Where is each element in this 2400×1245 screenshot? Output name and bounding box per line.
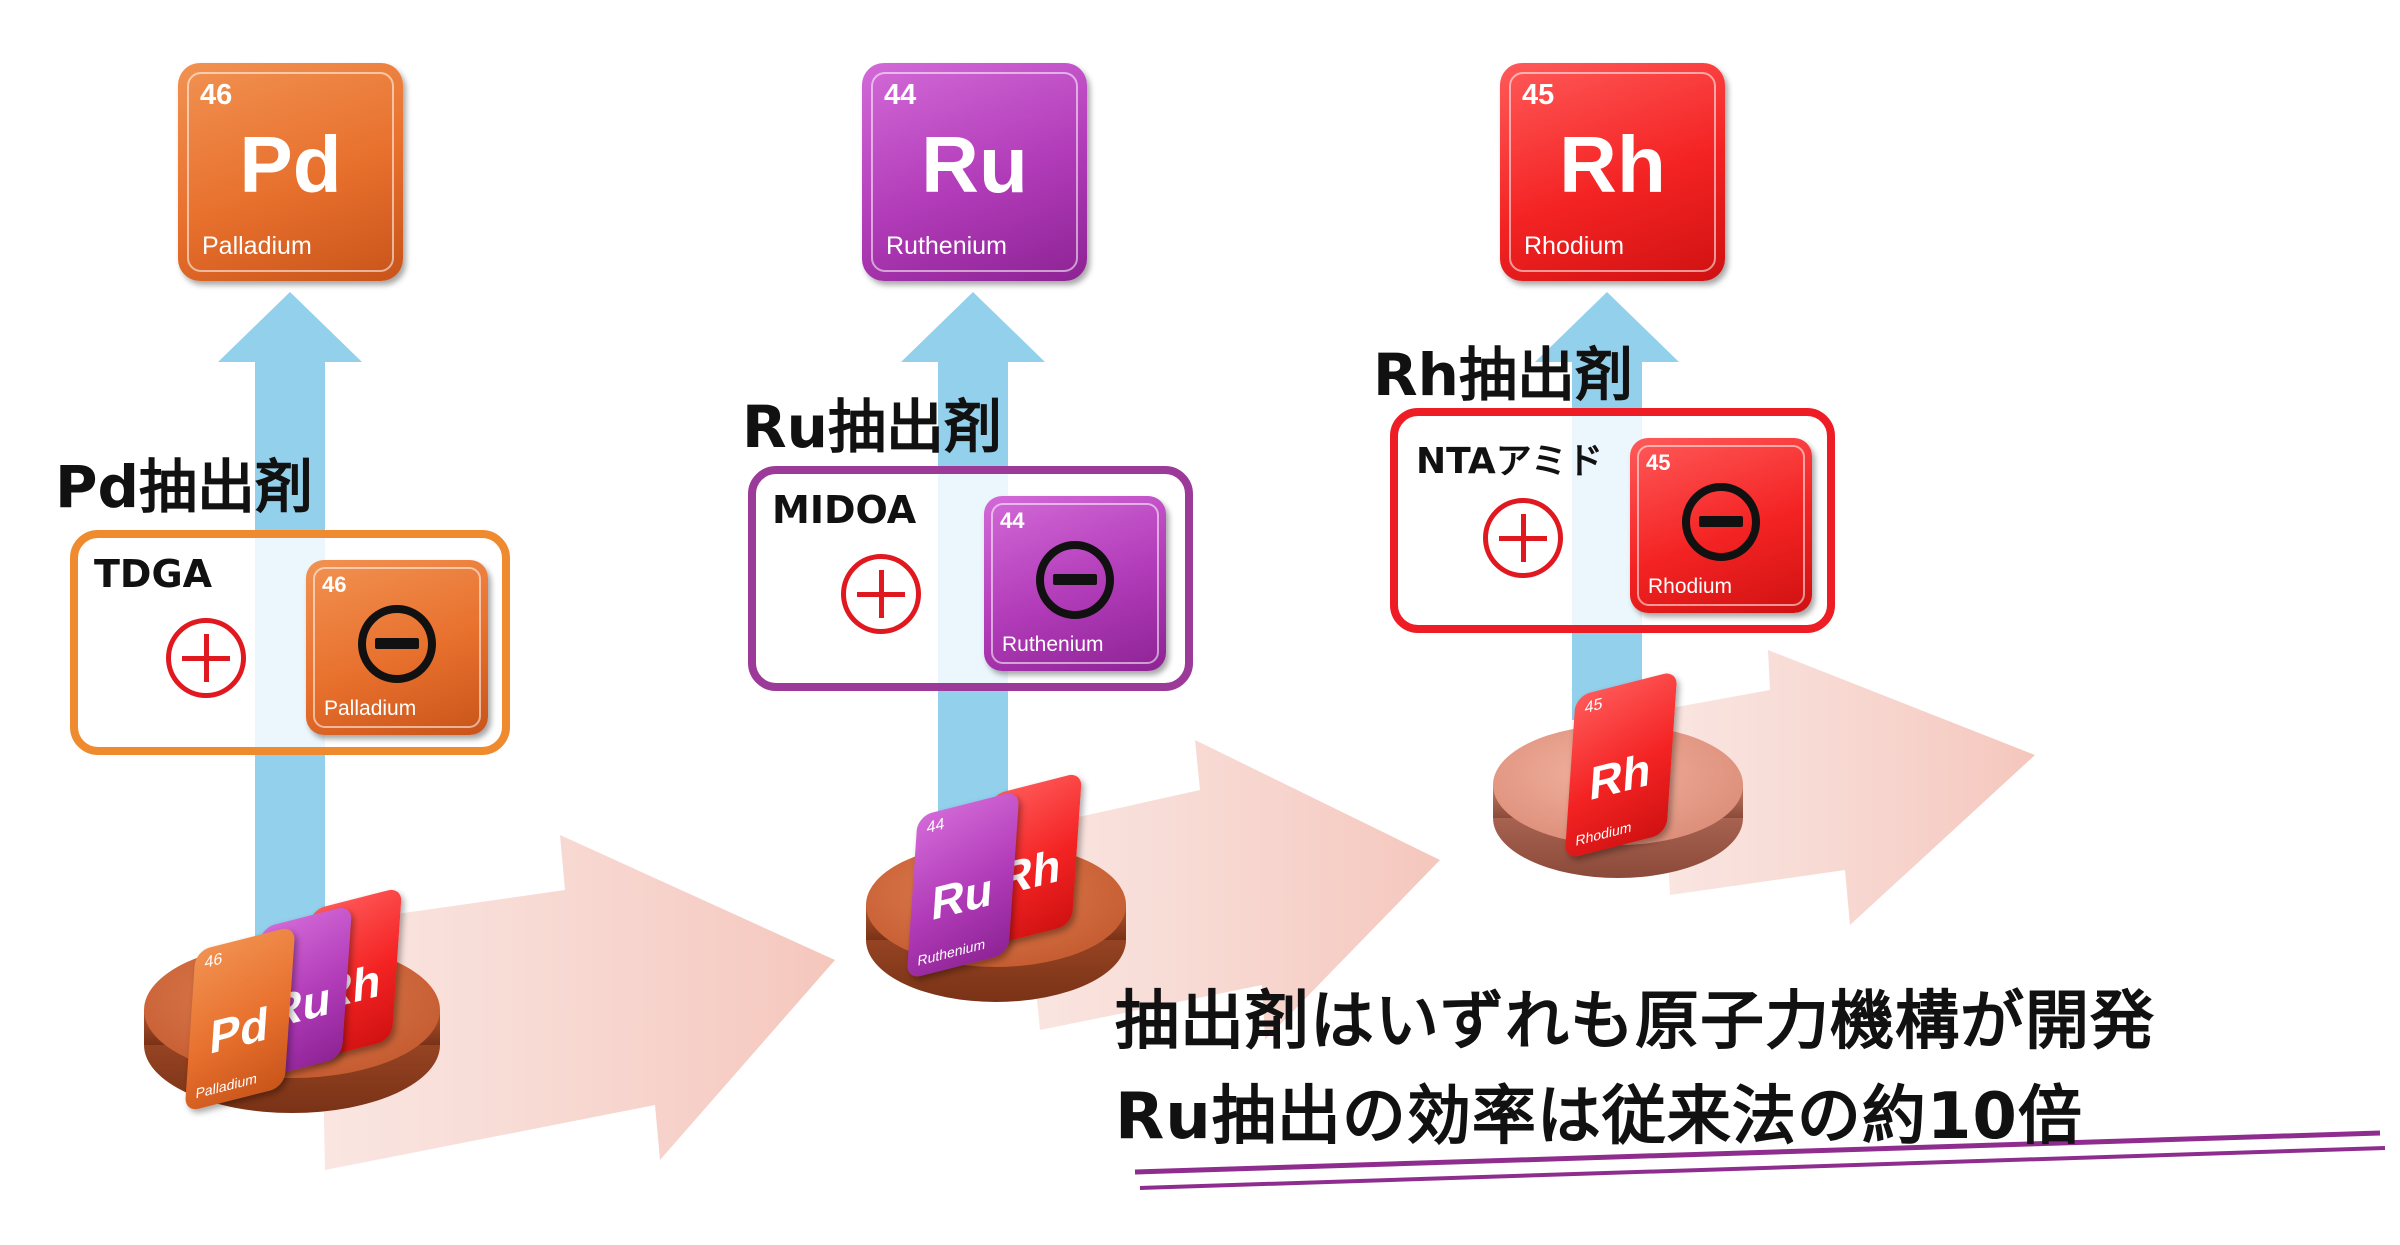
tile-palladium-small: 46 Palladium: [306, 560, 488, 735]
element-name: Palladium: [202, 232, 312, 260]
atomic-number: 44: [884, 79, 917, 111]
tile-rhodium: 45 Rh Rhodium: [1500, 63, 1725, 281]
atomic-number: 46: [200, 79, 233, 111]
element-symbol: Ru: [929, 861, 995, 931]
caption-line-2: Ru抽出の効率は従来法の約10倍: [1115, 1080, 2083, 1154]
extractant-label-ru: Ru抽出剤: [742, 393, 1002, 461]
element-name: Rhodium: [1575, 818, 1633, 849]
extractant-label-pd: Pd抽出剤: [55, 453, 314, 521]
element-symbol: Pd: [239, 120, 342, 209]
extractant-box-pd: TDGA 46 Palladium: [70, 530, 510, 755]
element-symbol: Rh: [1559, 120, 1666, 209]
element-symbol: Rh: [1587, 741, 1653, 811]
atomic-number: 45: [1522, 79, 1555, 111]
element-symbol: Ru: [921, 120, 1028, 209]
caption-underline-1: [1134, 1130, 2381, 1175]
disc1-tile-palladium: 46 Pd Palladium: [184, 925, 296, 1113]
minus-icon: [1682, 482, 1760, 561]
atomic-number: 45: [1584, 695, 1604, 718]
tile-ruthenium-small: 44 Ruthenium: [984, 496, 1166, 671]
atomic-number: 46: [322, 572, 347, 597]
extractant-name: MIDOA: [772, 488, 917, 532]
disc2-tile-ruthenium: 44 Ru Ruthenium: [906, 790, 1020, 980]
extractant-box-rh: NTAアミド 45 Rhodium: [1390, 408, 1835, 633]
extractant-box-ru: MIDOA 44 Ruthenium: [748, 466, 1193, 691]
atomic-number: 44: [1000, 508, 1025, 533]
plus-icon: [841, 554, 921, 634]
flow-arrow-3: [1660, 650, 2035, 925]
element-name: Rhodium: [1648, 575, 1733, 598]
minus-icon: [1036, 540, 1114, 619]
tile-rhodium-small: 45 Rhodium: [1630, 438, 1812, 613]
extractant-name: TDGA: [94, 552, 213, 596]
flow-arrow-1: [320, 835, 835, 1170]
atomic-number: 46: [204, 950, 223, 973]
minus-icon: [358, 604, 436, 683]
flow-arrow-2: [1020, 740, 1440, 1040]
tile-palladium: 46 Pd Palladium: [178, 63, 403, 281]
plus-icon: [1483, 498, 1563, 578]
element-name: Ruthenium: [886, 232, 1007, 260]
extractant-label-rh: Rh抽出剤: [1373, 341, 1633, 409]
element-symbol: Pd: [208, 996, 271, 1065]
element-name: Rhodium: [1524, 232, 1625, 260]
caption-underline-2: [1139, 1146, 2386, 1190]
element-name: Palladium: [324, 697, 417, 720]
atomic-number: 45: [1646, 450, 1671, 475]
tile-ruthenium: 44 Ru Ruthenium: [862, 63, 1087, 281]
disc3-tile-rhodium: 45 Rh Rhodium: [1564, 670, 1678, 860]
plus-icon: [166, 618, 246, 698]
extractant-name: NTAアミド: [1416, 441, 1604, 482]
element-name: Ruthenium: [1002, 633, 1104, 656]
caption-line-1: 抽出剤はいずれも原子力機構が開発: [1115, 985, 2155, 1059]
atomic-number: 44: [926, 815, 946, 838]
